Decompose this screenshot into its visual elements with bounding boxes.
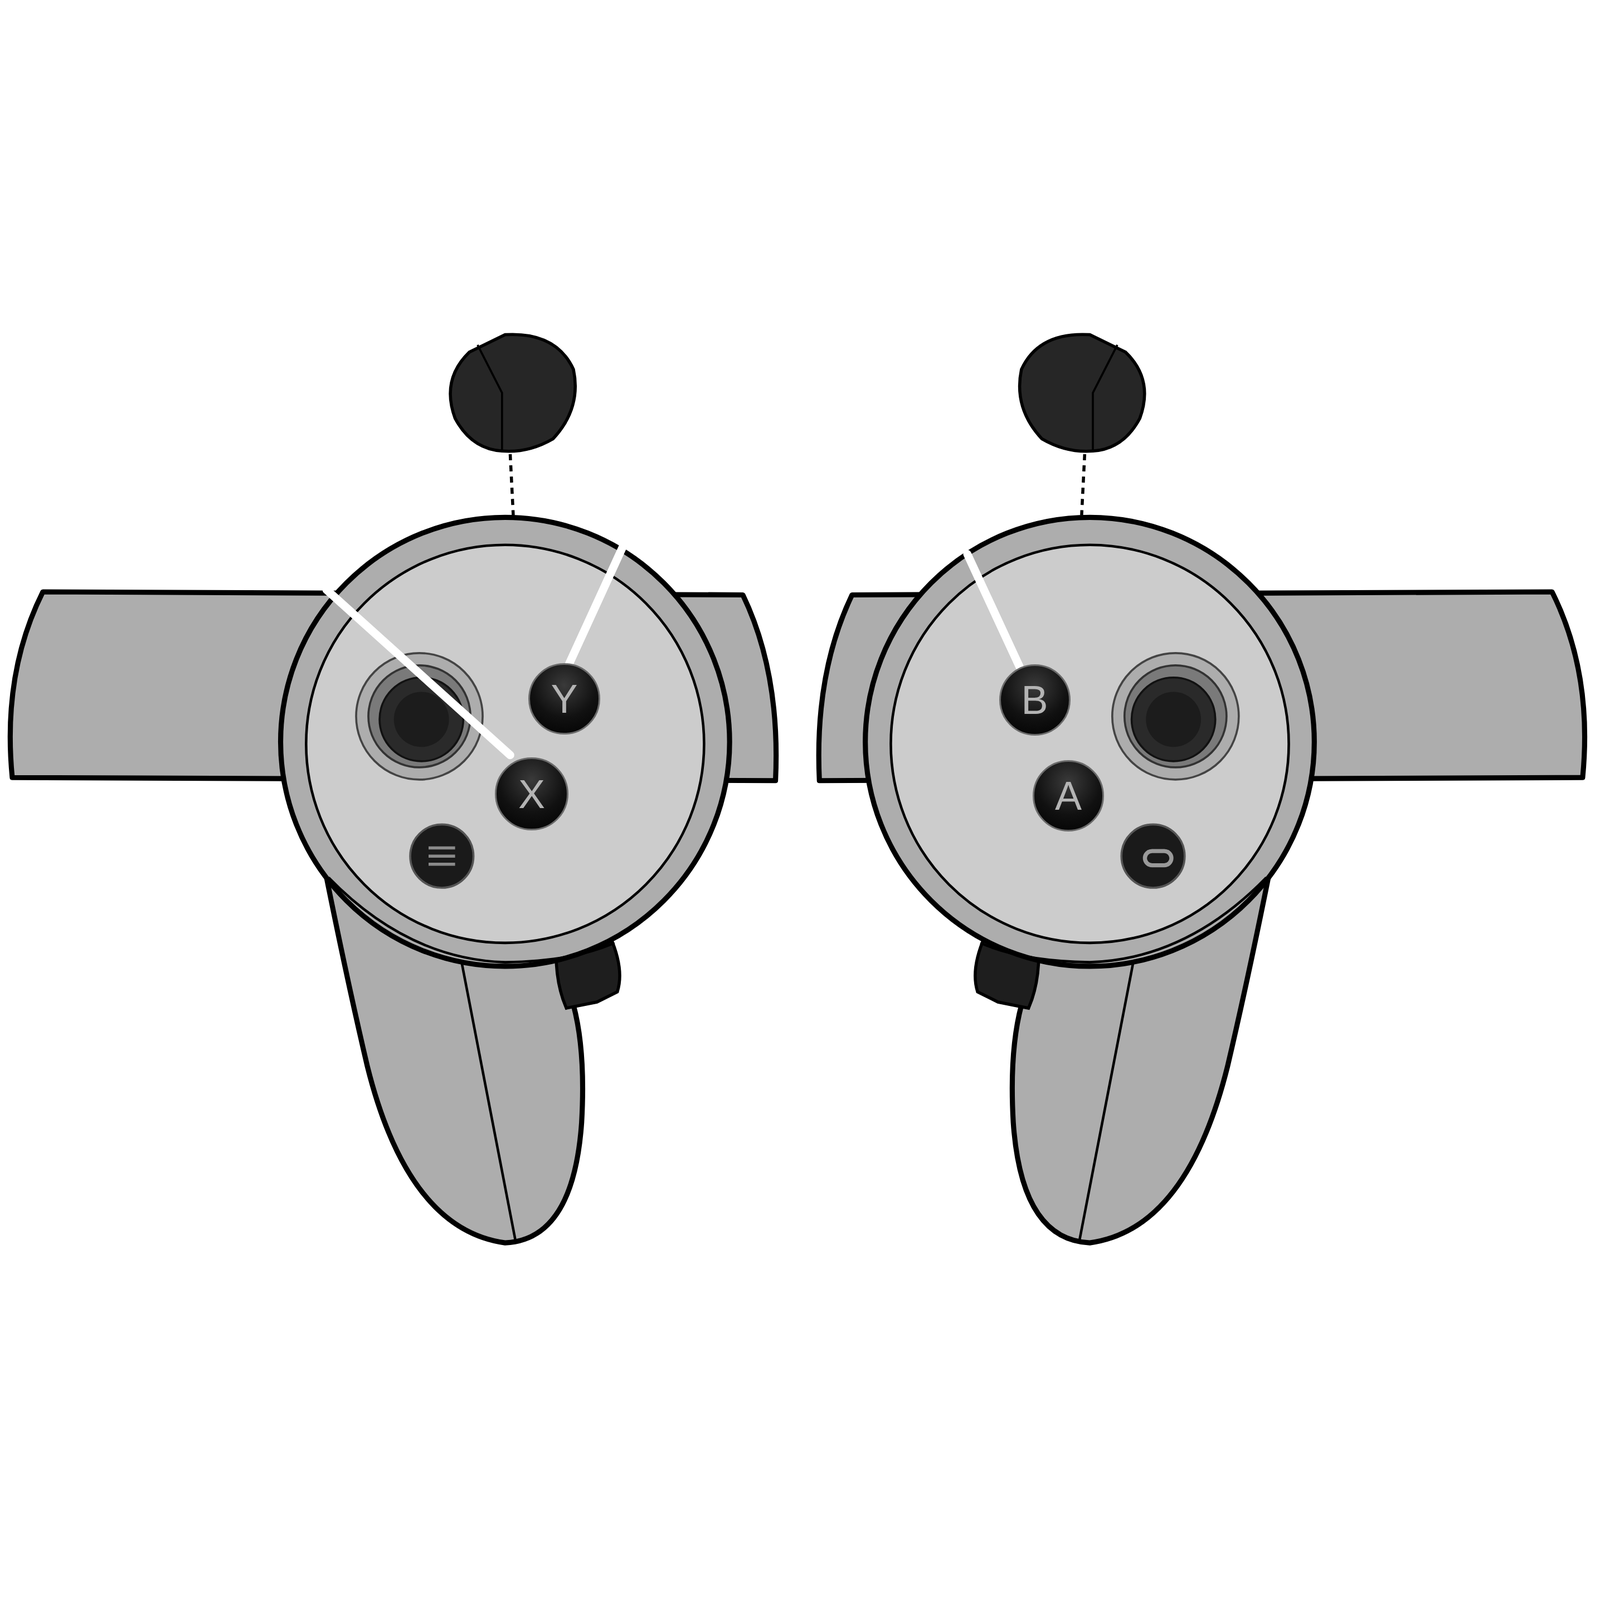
button-circle: Y [528,663,600,735]
button-circle: B [999,664,1071,736]
button-label: B [1021,679,1049,721]
button-label: X [518,774,546,815]
button-circle: X [494,757,569,831]
button-circle: A [1032,760,1105,832]
button-label: Y [551,678,578,719]
button-label: A [1054,775,1082,816]
